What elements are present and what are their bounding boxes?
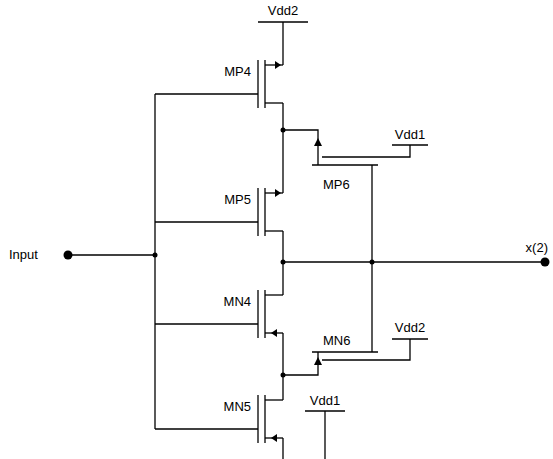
input-wire xyxy=(68,254,155,255)
input-bus xyxy=(154,94,155,429)
mosfet-channel xyxy=(264,290,265,338)
nmos-arrow xyxy=(271,434,277,442)
input-terminal xyxy=(64,251,73,260)
gate-lead xyxy=(155,323,258,324)
junction-dot xyxy=(281,373,286,378)
mosfet-channel xyxy=(312,351,378,352)
transistor-name: MP5 xyxy=(223,192,252,207)
signal-name: x(2) xyxy=(525,240,549,255)
mosfet-channel xyxy=(312,164,378,165)
gate-plate xyxy=(257,188,258,236)
mosfet-channel xyxy=(264,188,265,236)
nmos-arrow xyxy=(314,357,322,365)
mosfet-terminal xyxy=(265,399,283,400)
supply-label: Vdd1 xyxy=(394,127,426,142)
transistor-name: MN4 xyxy=(223,294,252,309)
supply-bar xyxy=(392,144,428,145)
supply-label: Vdd1 xyxy=(309,393,341,408)
wire xyxy=(283,352,318,375)
transistor-name: MN6 xyxy=(322,333,351,348)
junction-dot xyxy=(281,128,286,133)
gate-plate xyxy=(322,156,368,157)
mosfet-channel xyxy=(264,60,265,108)
supply-bar xyxy=(258,21,308,22)
gate-lead xyxy=(368,339,410,360)
output-terminal xyxy=(541,258,550,267)
wire xyxy=(283,130,318,165)
gate-lead xyxy=(155,221,258,222)
mosfet-terminal xyxy=(265,294,283,295)
signal-name: Input xyxy=(8,247,39,262)
pmos-arrow xyxy=(275,61,281,69)
gate-lead xyxy=(155,93,258,94)
supply-bar xyxy=(392,338,428,339)
mosfet-channel xyxy=(264,395,265,443)
wire xyxy=(282,22,283,65)
wire xyxy=(282,333,283,400)
wire xyxy=(371,165,372,352)
gate-plate xyxy=(257,290,258,338)
supply-label: Vdd2 xyxy=(267,3,299,18)
transistor-name: MN5 xyxy=(223,399,252,414)
wire xyxy=(282,438,283,459)
gate-plate xyxy=(257,60,258,108)
transistor-name: MP4 xyxy=(223,64,252,79)
junction-dot xyxy=(281,260,286,265)
gate-plate xyxy=(322,359,368,360)
pmos-arrow xyxy=(275,189,281,197)
nmos-arrow xyxy=(271,329,277,337)
wire xyxy=(282,103,283,193)
output-wire xyxy=(283,261,545,262)
gate-lead xyxy=(155,428,258,429)
mosfet-terminal xyxy=(265,230,283,231)
junction-dot xyxy=(153,253,158,258)
gate-lead xyxy=(368,145,410,157)
transistor-name: MP6 xyxy=(322,177,351,192)
wire xyxy=(324,411,325,459)
pmos-arrow xyxy=(314,138,322,146)
gate-plate xyxy=(257,395,258,443)
supply-label: Vdd2 xyxy=(394,320,426,335)
mosfet-terminal xyxy=(265,102,283,103)
